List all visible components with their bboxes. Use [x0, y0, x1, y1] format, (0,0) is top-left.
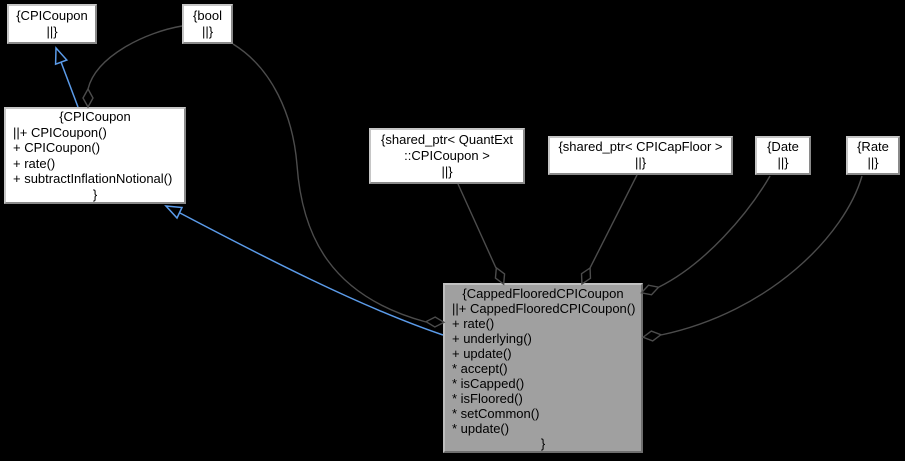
node-member: * isCapped() — [452, 376, 525, 391]
node-closing-brace: } — [92, 186, 98, 202]
node-member: + underlying() — [452, 331, 532, 346]
edge-bool-to-cpicoupon — [87, 25, 183, 90]
node-member: + update() — [452, 346, 512, 361]
node-cpicoupon-base[interactable]: {CPICoupon ||} — [7, 4, 97, 44]
node-label: ||} — [634, 155, 647, 170]
node-shared-ptr-quantext-cpicoupon[interactable]: {shared_ptr< QuantExt ::CPICoupon > ||} — [369, 128, 525, 184]
node-label: {Date — [767, 139, 799, 154]
node-member: ||+ CPICoupon() — [13, 124, 107, 140]
node-member: + rate() — [452, 316, 495, 331]
node-member: * update() — [452, 421, 510, 436]
inheritance-arrow-icon — [164, 205, 184, 220]
node-member: + rate() — [13, 155, 56, 171]
node-label: ||} — [867, 155, 879, 170]
node-cpicoupon[interactable]: {CPICoupon ||+ CPICoupon() + CPICoupon()… — [4, 107, 186, 204]
node-label: ||} — [777, 155, 789, 170]
edge-rate-to-cappedflooredcpicoupon — [660, 175, 863, 336]
node-member: ||+ CappedFlooredCPICoupon() — [452, 301, 636, 316]
aggregation-diamond-icon — [424, 316, 446, 328]
node-capped-floored-cpicoupon[interactable]: {CappedFlooredCPICoupon ||+ CappedFloore… — [443, 283, 643, 453]
node-label: ::CPICoupon > — [404, 148, 490, 163]
node-label: ||} — [46, 24, 58, 39]
node-member: * isFloored() — [452, 391, 523, 406]
edge-date-to-cappedflooredcpicoupon — [658, 175, 771, 288]
edge-cpicoupon-inherits-cpicoupon-base — [60, 61, 79, 108]
node-label: {Rate — [857, 139, 889, 154]
node-title: {CappedFlooredCPICoupon — [462, 286, 624, 301]
edge-sharedptr-quantext-to-cappedflooredcpicoupon — [457, 183, 497, 269]
node-member: * accept() — [452, 361, 508, 376]
node-date[interactable]: {Date ||} — [755, 136, 811, 175]
edge-cappedflooredcpicoupon-inherits-cpicoupon — [179, 212, 444, 336]
node-label: ||} — [201, 24, 214, 39]
node-label: {bool — [193, 8, 222, 23]
node-rate[interactable]: {Rate ||} — [846, 136, 900, 175]
edge-sharedptr-cpicapfloor-to-cappedflooredcpicoupon — [589, 174, 638, 269]
aggregation-diamond-icon — [641, 330, 663, 342]
aggregation-diamond-icon — [82, 87, 94, 109]
node-member: * setCommon() — [452, 406, 540, 421]
node-label: {CPICoupon — [16, 8, 88, 23]
node-label: ||} — [441, 164, 453, 179]
node-member: + subtractInflationNotional() — [13, 171, 173, 186]
node-closing-brace: } — [540, 436, 546, 451]
node-title: {CPICoupon — [59, 109, 131, 124]
node-bool[interactable]: {bool ||} — [182, 4, 233, 44]
node-member: + CPICoupon() — [13, 140, 101, 155]
node-label: {shared_ptr< QuantExt — [381, 132, 513, 147]
inheritance-arrow-icon — [54, 46, 69, 66]
node-label: {shared_ptr< CPICapFloor > — [558, 139, 723, 154]
node-shared-ptr-cpicapfloor[interactable]: {shared_ptr< CPICapFloor > ||} — [548, 136, 733, 175]
